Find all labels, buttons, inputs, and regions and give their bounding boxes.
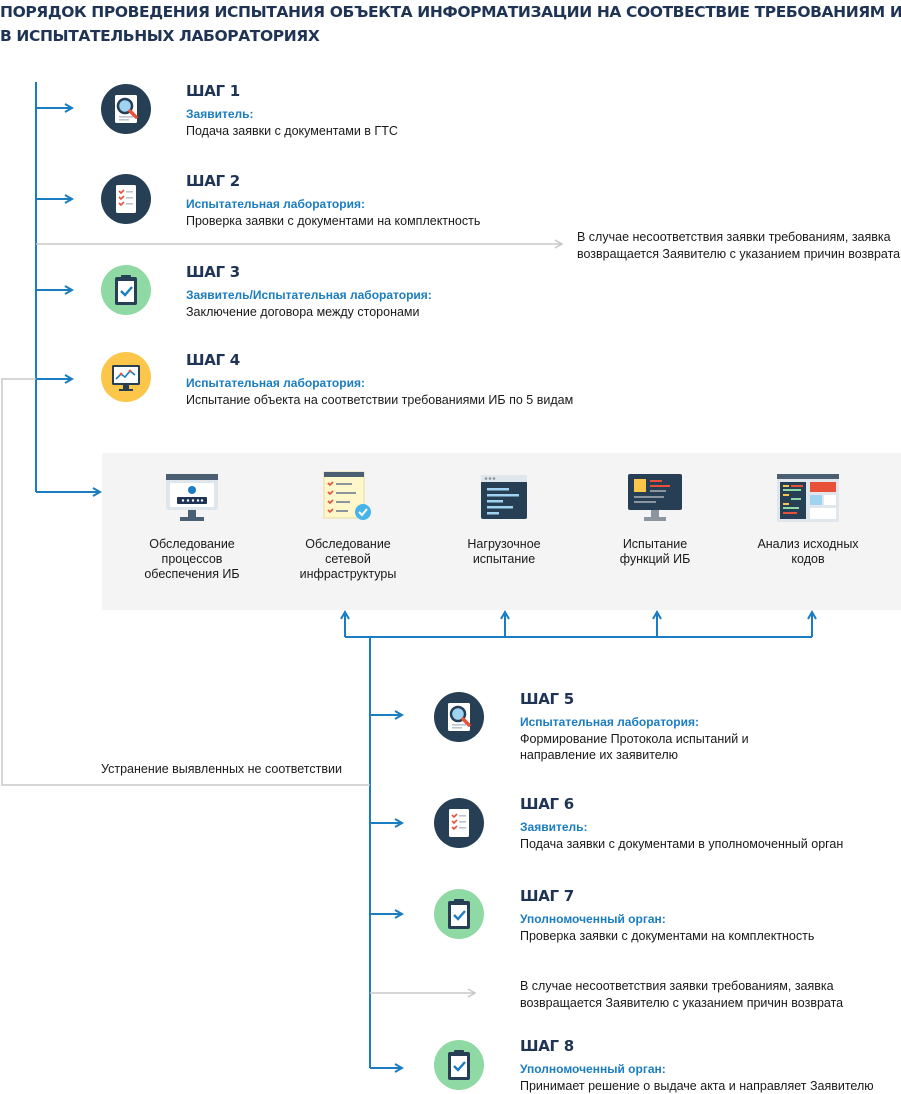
step-5-description-line: направление их заявителю [520,748,679,762]
reject-note-line-2: возвращается Заявителю с указанием причи… [577,247,901,261]
step-3-description: Заключение договора между сторонами [186,304,420,320]
clipboard-check-icon [434,889,484,939]
test-label-line: Обследование [149,537,235,551]
step-6-role: Заявитель: [520,820,588,834]
step-5-title: ШАГ 5 [520,690,574,708]
checklist-icon [101,174,151,224]
test-label-line: Анализ исходных [757,537,859,551]
network-checklist-icon [320,470,376,528]
test-label-line: Нагрузочное [467,537,541,551]
test-label-line: кодов [791,552,825,566]
test-label-line: инфраструктуры [299,567,397,581]
step-4-title: ШАГ 4 [186,351,240,369]
step-5-role: Испытательная лаборатория: [520,715,699,729]
test-label-line: Испытание [622,537,688,551]
title-line-2: В ИСПЫТАТЕЛЬНЫХ ЛАБОРАТОРИЯХ [0,27,320,45]
step-4-role: Испытательная лаборатория: [186,376,365,390]
step-1-role: Заявитель: [186,107,254,121]
test-label-line: сетевой [325,552,371,566]
test-label-line: Обследование [305,537,391,551]
step-4-description: Испытание объекта на соответствии требов… [186,392,573,408]
step-8-role: Уполномоченный орган: [520,1062,666,1076]
monitor-code-icon [626,472,684,528]
reject-note-2-line-2: возвращается Заявителю с указанием причи… [520,996,844,1010]
step-7-description-line: Проверка заявки с документами на комплек… [520,929,815,943]
clipboard-check-icon [434,1040,484,1090]
step-3-role: Заявитель/Испытательная лаборатория: [186,288,432,302]
step-7-role: Уполномоченный орган: [520,912,666,926]
page-title: ПОРЯДОК ПРОВЕДЕНИЯ ИСПЫТАНИЯ ОБЪЕКТА ИНФ… [0,0,901,48]
step-2-role: Испытательная лаборатория: [186,197,365,211]
test-label-line: обеспечения ИБ [144,567,240,581]
test-label-line: функций ИБ [619,552,691,566]
step-5-description: Формирование Протокола испытаний и направ… [520,731,749,763]
test-label-line: процессов [161,552,223,566]
step-8-description: Принимает решение о выдаче акта и направ… [520,1078,874,1094]
title-line-1: ПОРЯДОК ПРОВЕДЕНИЯ ИСПЫТАНИЯ ОБЪЕКТА ИНФ… [0,3,901,21]
step-6-description: Подача заявки с документами в уполномоче… [520,836,843,852]
document-search-icon [434,692,484,742]
step-3-title: ШАГ 3 [186,263,240,281]
step-1-title: ШАГ 1 [186,82,240,100]
step-1-description-line: Подача заявки с документами в ГТС [186,124,398,138]
remediation-note: Устранение выявленных не соответствии [101,762,342,776]
step-7-title: ШАГ 7 [520,887,574,905]
step-8-title: ШАГ 8 [520,1037,574,1055]
step-7-description: Проверка заявки с документами на комплек… [520,928,814,944]
test-label-line: испытание [472,552,536,566]
step-1-description: Подача заявки с документами в ГТС [186,123,398,139]
code-window-icon [479,473,529,525]
document-search-icon [101,84,151,134]
step-2-description-line: Проверка заявки с документами на комплек… [186,214,481,228]
step-2-description: Проверка заявки с документами на комплек… [186,213,480,229]
monitor-password-icon [164,472,220,528]
reject-note-2: В случае несоответствия заявки требовани… [520,978,843,1012]
step-8-description-line: Принимает решение о выдаче акта и направ… [520,1079,874,1093]
clipboard-check-icon [101,265,151,315]
step-6-title: ШАГ 6 [520,795,574,813]
step-2-title: ШАГ 2 [186,172,240,190]
checklist-icon [434,798,484,848]
reject-note-2-line-1: В случае несоответствия заявки требовани… [520,979,834,993]
step-4-description-line: Испытание объекта на соответствии требов… [186,393,574,407]
step-6-description-line: Подача заявки с документами в уполномоче… [520,837,844,851]
remediation-loop-line [1,378,370,786]
step-5-description-line: Формирование Протокола испытаний и [520,732,749,746]
reject-note: В случае несоответствия заявки требовани… [577,229,900,263]
source-code-icon [775,472,841,528]
step-3-description-line: Заключение договора между сторонами [186,305,420,319]
monitor-chart-icon [101,352,151,402]
reject-note-line-1: В случае несоответствия заявки требовани… [577,230,891,244]
